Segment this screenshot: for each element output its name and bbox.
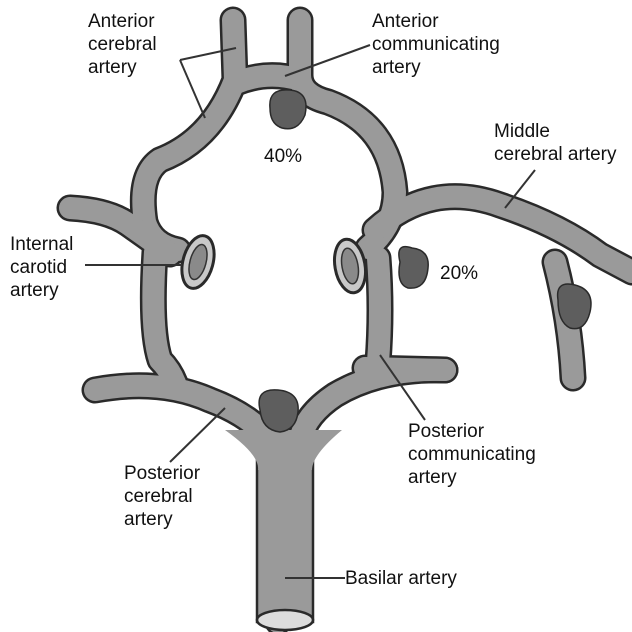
label-posterior-cerebral-artery: Posterior cerebral artery <box>124 462 200 531</box>
leader-aca-left <box>180 60 205 118</box>
mca-aneurysm <box>558 284 591 329</box>
label-anterior-cerebral-artery: Anterior cerebral artery <box>88 10 157 79</box>
label-basilar-artery: Basilar artery <box>345 567 457 590</box>
vessel-fill <box>70 20 632 622</box>
label-anterior-communicating-artery: Anterior communicating artery <box>372 10 500 79</box>
pcom-aneurysm <box>399 247 428 289</box>
label-pcom-percentage: 20% <box>440 262 478 285</box>
leader-pca <box>170 408 225 462</box>
basilar-lumen <box>257 610 313 630</box>
label-middle-cerebral-artery: Middle cerebral artery <box>494 120 617 166</box>
acom-aneurysm <box>270 90 306 129</box>
basilar-junction <box>225 430 342 470</box>
label-internal-carotid-artery: Internal carotid artery <box>10 233 73 302</box>
label-posterior-communicating-artery: Posterior communicating artery <box>408 420 536 489</box>
label-acom-percentage: 40% <box>264 145 302 168</box>
